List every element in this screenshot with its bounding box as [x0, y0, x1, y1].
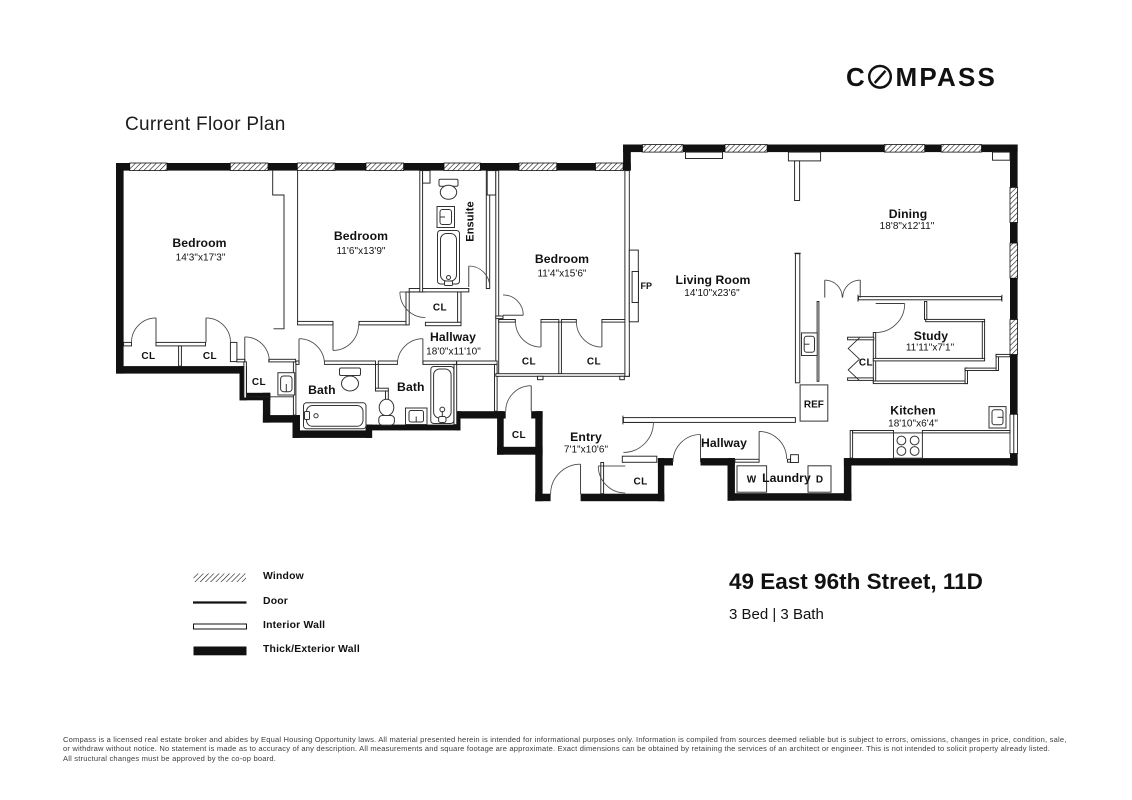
closet-label: CL	[634, 477, 648, 488]
washer-label: W	[747, 475, 757, 486]
room-name-label: Dining	[889, 207, 928, 221]
fireplace-label: FP	[641, 281, 653, 291]
legend-label: Door	[263, 596, 289, 607]
closet-label: CL	[141, 351, 155, 362]
room-name-label: Bedroom	[535, 252, 589, 266]
room-dims-label: 11'11"x7'1"	[906, 343, 955, 354]
door-line-icon	[193, 601, 247, 604]
fridge-box	[799, 384, 829, 422]
closet-label: CL	[859, 358, 873, 369]
room-label-living: Living Room 14'10"x23'6"	[676, 273, 751, 299]
interior-wall-icon	[193, 623, 247, 629]
closet-label: CL	[512, 430, 526, 441]
ensuite-sink-icon	[436, 206, 455, 228]
bath2-toilet-icon	[378, 398, 395, 426]
wetbar-sink-icon	[801, 332, 818, 356]
disclaimer-line: or withdraw without notice. No statement…	[63, 744, 1051, 754]
fixtures	[277, 178, 1007, 493]
cl-sink-icon	[277, 372, 296, 396]
kitchen-sink-icon	[988, 406, 1007, 429]
closet-label: CL	[252, 377, 266, 388]
dryer-box	[807, 465, 832, 493]
room-dims-label: 7'1"x10'6"	[564, 445, 609, 456]
room-dims-label: 18'10"x6'4"	[888, 419, 938, 430]
room-label-ensuite: Ensuite	[465, 201, 477, 241]
closet-label: CL	[522, 357, 536, 368]
interior-walls	[123, 151, 1011, 495]
room-name-label: Study	[914, 329, 948, 343]
room-name-label: Hallway	[430, 330, 476, 344]
room-dims-label: 11'6"x13'9"	[336, 246, 385, 257]
legend-label: Window	[263, 571, 304, 582]
room-label-bath2: Bath	[397, 380, 424, 394]
room-labels: Bedroom 14'3"x17'3" Bedroom 11'6"x13'9" …	[141, 201, 954, 487]
closet-label: CL	[433, 303, 447, 314]
closet-label: CL	[203, 351, 217, 362]
closet-label: CL	[587, 357, 601, 368]
dryer-label: D	[816, 475, 823, 486]
room-label-bedroom1: Bedroom 14'3"x17'3"	[172, 236, 226, 264]
washer-box	[736, 465, 768, 493]
bath2-tub-icon	[430, 366, 455, 424]
disclaimer-line: Compass is a licensed real estate broker…	[63, 735, 1067, 744]
room-name-label: Bedroom	[334, 229, 388, 243]
logo-text-c: C	[846, 62, 865, 92]
fridge-label: REF	[804, 400, 824, 411]
disclaimer: Compass is a licensed real estate broker…	[63, 735, 1067, 763]
windows	[129, 144, 1018, 454]
legend-label: Thick/Exterior Wall	[263, 644, 360, 655]
room-label-laundry: Laundry	[762, 471, 811, 485]
doors	[131, 265, 906, 495]
logo-needle-icon	[873, 69, 887, 84]
room-dims-label: 14'3"x17'3"	[176, 253, 226, 264]
room-label-bath1: Bath	[308, 383, 335, 397]
room-label-bedroom2: Bedroom 11'6"x13'9"	[334, 229, 388, 257]
page-title: Current Floor Plan	[125, 114, 286, 135]
room-label-study: Study 11'11"x7'1"	[906, 329, 955, 354]
listing-summary: 3 Bed | 3 Bath	[729, 606, 824, 623]
room-dims-label: 18'0"x11'10"	[426, 347, 481, 358]
room-label-hallway2: Hallway	[701, 436, 747, 450]
room-name-label: Kitchen	[890, 404, 935, 418]
room-name-label: Ensuite	[465, 201, 477, 241]
room-label-kitchen: Kitchen 18'10"x6'4"	[888, 404, 938, 430]
logo-o-icon	[867, 64, 893, 89]
window-hatch-icon	[193, 573, 246, 582]
exterior-wall-icon	[193, 646, 247, 656]
stove-icon	[893, 432, 923, 459]
room-dims-label: 11'4"x15'6"	[537, 269, 586, 280]
compass-logo: C MPASS	[846, 62, 998, 92]
ensuite-tub-icon	[437, 230, 460, 286]
room-label-hallway1: Hallway 18'0"x11'10"	[426, 330, 481, 358]
listing-address: 49 East 96th Street, 11D	[729, 569, 983, 594]
room-label-entry: Entry 7'1"x10'6"	[564, 430, 609, 456]
room-label-dining: Dining 18'8"x12'11"	[880, 207, 935, 232]
legend-label: Interior Wall	[263, 619, 326, 631]
room-name-label: Bath	[308, 383, 335, 397]
logo-text-rest: MPASS	[896, 62, 998, 92]
room-label-bedroom3: Bedroom 11'4"x15'6"	[535, 252, 589, 280]
room-dims-label: 14'10"x23'6"	[684, 288, 740, 299]
disclaimer-line: All structural changes must be approved …	[63, 753, 276, 763]
bath1-toilet-icon	[339, 367, 361, 392]
room-name-label: Bath	[397, 380, 424, 394]
bath2-sink-icon	[405, 407, 428, 425]
room-name-label: Entry	[570, 430, 602, 444]
room-name-label: Hallway	[701, 436, 747, 450]
room-name-label: Bedroom	[172, 236, 226, 250]
ensuite-toilet-icon	[438, 178, 459, 200]
room-dims-label: 18'8"x12'11"	[880, 221, 935, 232]
bath1-tub-icon	[303, 402, 367, 430]
room-name-label: Laundry	[762, 471, 811, 485]
room-name-label: Living Room	[676, 273, 751, 287]
